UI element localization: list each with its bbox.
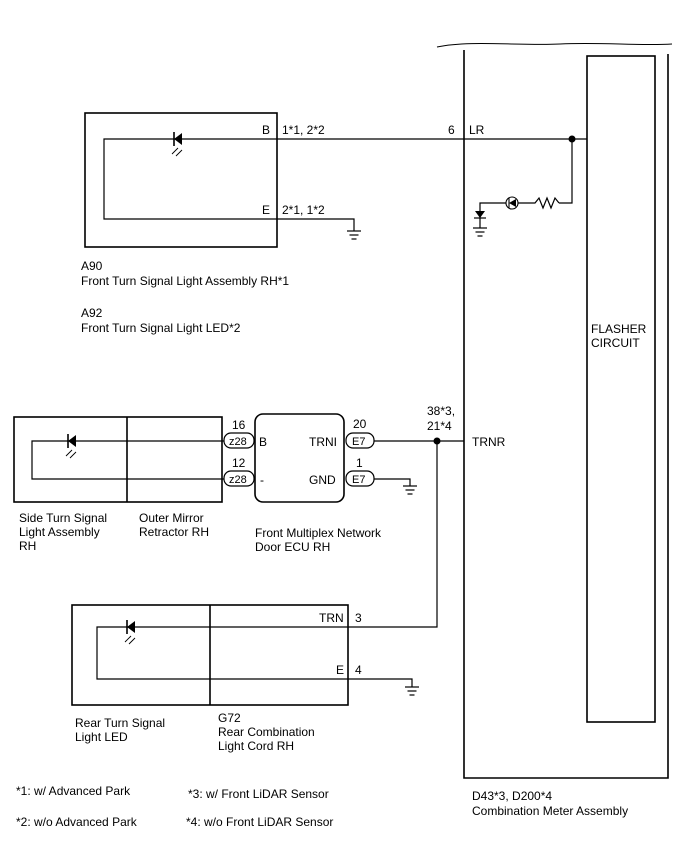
note-4: *4: w/o Front LiDAR Sensor: [186, 815, 333, 829]
rear-lamp-name-1: Rear Turn Signal: [75, 716, 165, 730]
mirror-name-1: Outer Mirror: [139, 511, 204, 525]
rear-cord-name-2: Light Cord RH: [218, 739, 294, 753]
trn-wire: [348, 441, 438, 628]
front-lamp-pin-b: B: [262, 123, 270, 137]
mirror-pin-minus-number: 12: [232, 456, 246, 470]
flasher-circuit-box: [586, 55, 656, 723]
front-turn-lamp: B 1*1, 2*2 E 2*1, 1*2 A90 Front Turn Sig…: [81, 112, 325, 335]
side-lamp-name-3: RH: [19, 539, 36, 553]
rear-turn-lamp: TRN 3 E 4 Rear Turn Signal Light LED G72…: [71, 604, 419, 753]
indicator-ground-wire: [479, 202, 506, 228]
door-ecu-name-1: Front Multiplex Network: [255, 526, 382, 540]
meter-pin-lr-number: 6: [448, 123, 455, 137]
side-lamp-inner-wire: [31, 440, 224, 480]
combination-meter: FLASHER CIRCUIT D43*3, D200*4 Combinatio…: [436, 42, 673, 818]
front-lamp-name-2: Front Turn Signal Light LED*2: [81, 321, 241, 335]
z28-connector-b: [223, 432, 255, 449]
e7-label-trni: E7: [352, 436, 365, 448]
rear-lamp-inner-wire: [96, 626, 348, 680]
meter-pin-trnr-name: TRNR: [472, 435, 506, 449]
z28-label-b: z28: [229, 436, 247, 448]
note-2: *2: w/o Advanced Park: [16, 815, 138, 829]
flasher-label-2: CIRCUIT: [591, 336, 640, 350]
led-icon: [124, 620, 136, 645]
ground-icon: [473, 227, 487, 237]
front-lamp-inner-wire: [103, 138, 277, 220]
door-ecu-pin-gnd: GND: [309, 473, 336, 487]
note-1: *1: w/ Advanced Park: [16, 784, 131, 798]
lr-circuit: 6 LR: [277, 123, 587, 237]
rear-cord-name-1: Rear Combination: [218, 725, 315, 739]
front-lamp-pin-b-numbers: 1*1, 2*2: [282, 123, 325, 137]
junction-label-2: 21*4: [427, 419, 452, 433]
ground-icon: [403, 485, 417, 495]
front-lamp-code-1: A90: [81, 259, 103, 273]
led-icon: [171, 132, 183, 157]
led-icon: [65, 434, 77, 459]
front-lamp-ground-wire: [277, 218, 355, 231]
rear-code: G72: [218, 711, 241, 725]
door-ecu-box: [254, 413, 345, 503]
side-turn-lamp: Side Turn Signal Light Assembly RH Outer…: [13, 416, 224, 553]
side-lamp-name-2: Light Assembly: [19, 525, 100, 539]
resistor-icon: [518, 196, 560, 210]
junction-label-1: 38*3,: [427, 404, 455, 418]
z28-label-minus: z28: [229, 474, 247, 486]
footnotes: *1: w/ Advanced Park *2: w/o Advanced Pa…: [16, 784, 333, 829]
mirror-name-2: Retractor RH: [139, 525, 209, 539]
side-mirror-box: [13, 416, 223, 503]
ecu-ground-wire: [374, 478, 411, 486]
door-ecu-pin-trni: TRNI: [309, 435, 337, 449]
rear-pin-trn-number: 3: [355, 611, 362, 625]
e7-trni-number: 20: [353, 417, 367, 431]
front-lamp-code-2: A92: [81, 306, 103, 320]
flasher-label-1: FLASHER: [591, 322, 647, 336]
meter-name: Combination Meter Assembly: [472, 804, 628, 818]
door-ecu-pin-b: B: [259, 435, 267, 449]
meter-break-line: [436, 42, 673, 48]
door-ecu: B - TRNI GND Front Multiplex Network Doo…: [223, 413, 417, 554]
meter-connector-code: D43*3, D200*4: [472, 789, 552, 803]
front-lamp-pin-e-numbers: 2*1, 1*2: [282, 203, 325, 217]
indicator-led-icon: [505, 196, 519, 210]
rear-pin-e-number: 4: [355, 663, 362, 677]
front-lamp-ground: [277, 218, 361, 240]
e7-label-gnd: E7: [352, 474, 365, 486]
door-ecu-pin-minus: -: [260, 473, 264, 487]
rear-ground-wire: [348, 678, 413, 687]
side-lamp-name-1: Side Turn Signal: [19, 511, 107, 525]
meter-outline: [463, 50, 669, 779]
indicator-diode-icon: [475, 211, 485, 218]
rear-pin-trn: TRN: [319, 611, 344, 625]
note-3: *3: w/ Front LiDAR Sensor: [188, 787, 329, 801]
z28-connector-minus: [223, 470, 255, 487]
front-lamp-name-1: Front Turn Signal Light Assembly RH*1: [81, 274, 289, 288]
trnr-circuit: 38*3, 21*4 TRNR: [348, 404, 506, 628]
meter-pin-lr-name: LR: [469, 123, 485, 137]
indicator-wire: [559, 139, 573, 204]
e7-gnd-number: 1: [356, 456, 363, 470]
mirror-pin-b-number: 16: [232, 418, 246, 432]
rear-pin-e: E: [336, 663, 344, 677]
ground-icon: [347, 230, 361, 240]
door-ecu-name-2: Door ECU RH: [255, 540, 330, 554]
ground-icon: [405, 686, 419, 696]
front-lamp-box: [84, 112, 278, 248]
front-lamp-pin-e: E: [262, 203, 270, 217]
rear-lamp-name-2: Light LED: [75, 730, 128, 744]
